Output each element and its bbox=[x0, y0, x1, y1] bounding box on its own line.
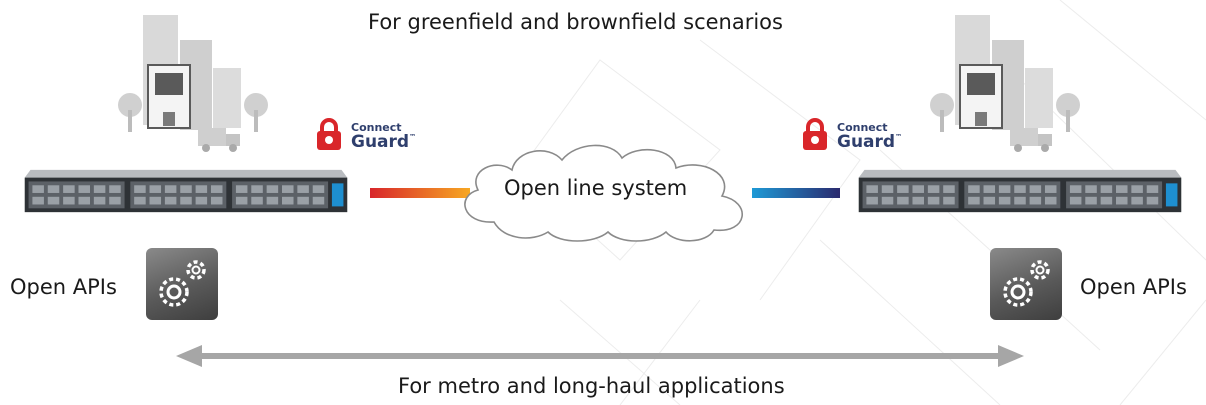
bottom-caption: For metro and long-haul applications bbox=[398, 374, 785, 398]
gears-icon-box bbox=[146, 248, 218, 320]
server-chassis-icon bbox=[858, 169, 1182, 213]
gears-icon bbox=[1003, 260, 1050, 307]
left-fiber-link bbox=[370, 188, 470, 198]
left-api-label: Open APIs bbox=[10, 275, 117, 299]
cloud-icon bbox=[464, 144, 743, 242]
right-fiber-link bbox=[752, 188, 840, 198]
top-caption: For greenfield and brownfield scenarios bbox=[368, 10, 783, 34]
connectguard-logo: Connect Guard™ bbox=[837, 122, 902, 151]
connectguard-line2: Guard™ bbox=[351, 132, 417, 152]
right-api-label: Open APIs bbox=[1080, 275, 1187, 299]
connectguard-logo: Connect Guard™ bbox=[351, 122, 416, 151]
gears-icon-box bbox=[990, 248, 1062, 320]
cloud-label: Open line system bbox=[504, 176, 688, 200]
padlock-icon bbox=[317, 118, 341, 150]
connectguard-line2: Guard™ bbox=[837, 132, 903, 152]
city-buildings-icon bbox=[118, 15, 268, 152]
padlock-icon bbox=[803, 118, 827, 150]
gears-icon bbox=[159, 260, 206, 307]
connectguard-line1: Connect bbox=[837, 121, 888, 134]
server-chassis-icon bbox=[24, 169, 348, 213]
city-buildings-icon bbox=[930, 15, 1080, 152]
double-arrow-icon bbox=[176, 345, 1024, 367]
connectguard-line1: Connect bbox=[351, 121, 402, 134]
